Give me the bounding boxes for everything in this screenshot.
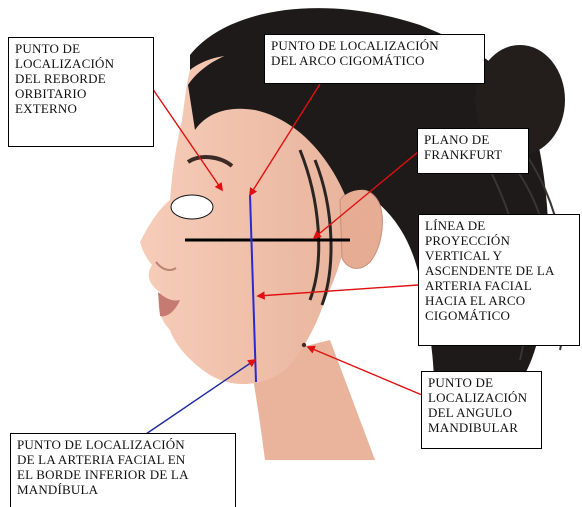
eye-cover [171, 195, 213, 219]
label-reborde-orbitario: PUNTO DE LOCALIZACIÓN DEL REBORDE ORBITA… [8, 37, 154, 147]
label-arco-cigomatico: PUNTO DE LOCALIZACIÓN DEL ARCO CIGOMÁTIC… [264, 34, 485, 84]
arrow-borde [146, 360, 255, 434]
label-plano-frankfurt: PLANO DE FRANKFURT [417, 128, 529, 174]
label-angulo-mandibular: PUNTO DE LOCALIZACIÓN DEL ANGULO MANDIBU… [421, 371, 542, 449]
label-borde-inferior-mandibula: PUNTO DE LOCALIZACIÓN DE LA ARTERIA FACI… [10, 433, 236, 507]
mole [302, 343, 306, 347]
ear [340, 189, 382, 268]
label-linea-proyeccion: LÍNEA DE PROYECCIÓN VERTICAL Y ASCENDENT… [418, 214, 580, 346]
